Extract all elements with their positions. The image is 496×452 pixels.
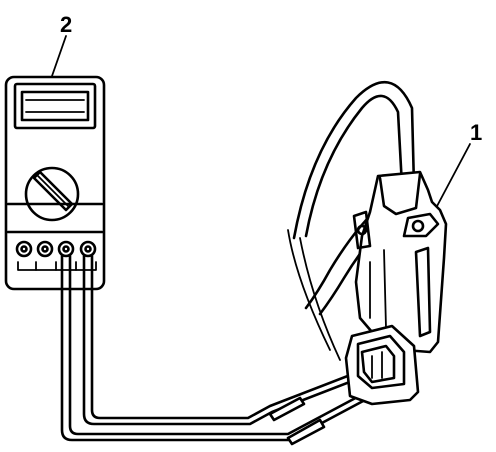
sensor-assembly <box>287 81 448 406</box>
mount-bolt-icon <box>356 224 368 236</box>
callout-2-leader <box>51 35 67 77</box>
jack-icon <box>15 240 33 258</box>
multimeter-dial-icon <box>24 166 80 222</box>
mount-bolt-icon <box>411 219 425 233</box>
jack-icon <box>36 240 54 258</box>
callout-1-leader <box>435 143 471 209</box>
multimeter-display-frame <box>13 82 97 130</box>
test-leads <box>60 254 382 446</box>
multimeter <box>4 75 106 291</box>
sensor-body <box>354 170 448 354</box>
callout-2-label: 2 <box>60 12 72 37</box>
probe-tip <box>286 418 326 446</box>
jack-icon <box>57 240 75 258</box>
jack-icon <box>79 240 97 258</box>
multimeter-jacks <box>15 240 97 271</box>
probe-tip <box>268 396 306 422</box>
multimeter-body <box>4 75 106 291</box>
multimeter-display <box>20 90 90 122</box>
callout-1-label: 1 <box>470 120 482 145</box>
